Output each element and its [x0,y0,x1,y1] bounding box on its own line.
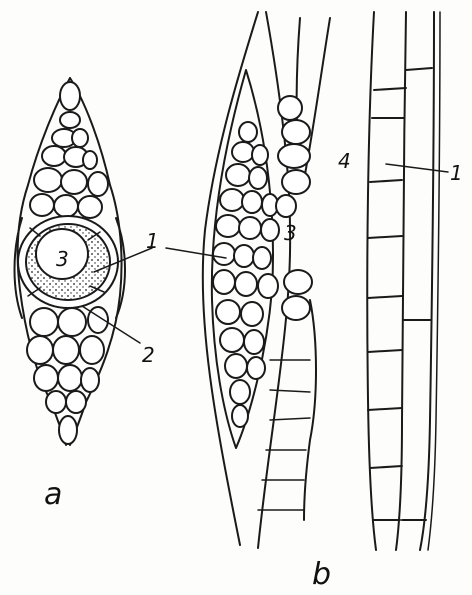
panel-a-drawing [15,78,153,445]
panel-a-lower-cells [27,307,108,413]
filament-cross-walls [368,88,406,520]
callout-a-2: 2 [142,343,155,367]
filament-right-cross-walls [402,68,432,520]
filament-right-wall [420,12,434,550]
apical-cell-top [60,82,80,110]
panel-b-filament [367,12,448,550]
panel-label-b: b [312,557,331,592]
callout-b-1-right: 1 [450,161,463,185]
callout-a-3: 3 [56,247,69,271]
panel-b-side-cells [276,96,312,320]
filament-mid-wall [396,12,406,550]
apical-cell-bottom [59,416,77,444]
panel-b-strand [166,12,330,548]
panel-a-upper-cells [30,112,108,218]
filament-left-wall [367,12,376,550]
callout-a-1: 1 [146,229,159,253]
callout-b-4: 4 [338,149,351,173]
right-parenchyma-wall [304,300,316,520]
callout-b-3: 3 [284,221,297,245]
panel-label-a: a [44,477,62,512]
